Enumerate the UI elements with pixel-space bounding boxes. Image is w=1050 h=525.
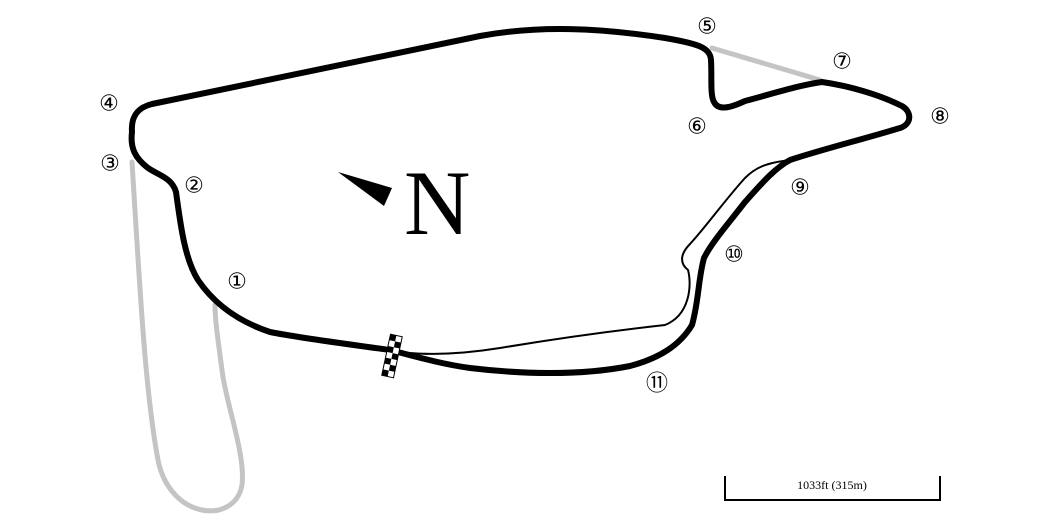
turn-label-3: ③ (100, 152, 120, 177)
pit-lane (389, 159, 791, 355)
turn-label-7: ⑦ (832, 50, 852, 75)
scale-label: 1033ft (315m) (797, 478, 867, 492)
alternate-track-upper-link (709, 45, 823, 83)
turn-label-8: ⑧ (930, 105, 950, 130)
start-finish-flag (381, 333, 403, 379)
turn-labels: ① ② ③ ④ ⑤ ⑥ ⑦ ⑧ ⑨ ⑩ ⑪ (99, 15, 950, 397)
main-track (128, 26, 913, 376)
turn-label-4: ④ (99, 92, 119, 117)
north-arrow-icon (338, 172, 392, 206)
turn-label-1: ① (227, 270, 247, 295)
turn-label-10: ⑩ (724, 243, 744, 268)
scale-bar: 1033ft (315m) (724, 476, 941, 501)
turn-label-9: ⑨ (790, 176, 810, 201)
alternate-track-sections (129, 45, 823, 514)
north-label: N (404, 152, 470, 254)
turn-label-5: ⑤ (697, 15, 717, 40)
alternate-track-loop (129, 159, 245, 514)
turn-label-11: ⑪ (646, 372, 668, 397)
north-indicator: N (338, 152, 470, 254)
turn-label-2: ② (184, 174, 204, 199)
turn-label-6: ⑥ (687, 115, 707, 140)
